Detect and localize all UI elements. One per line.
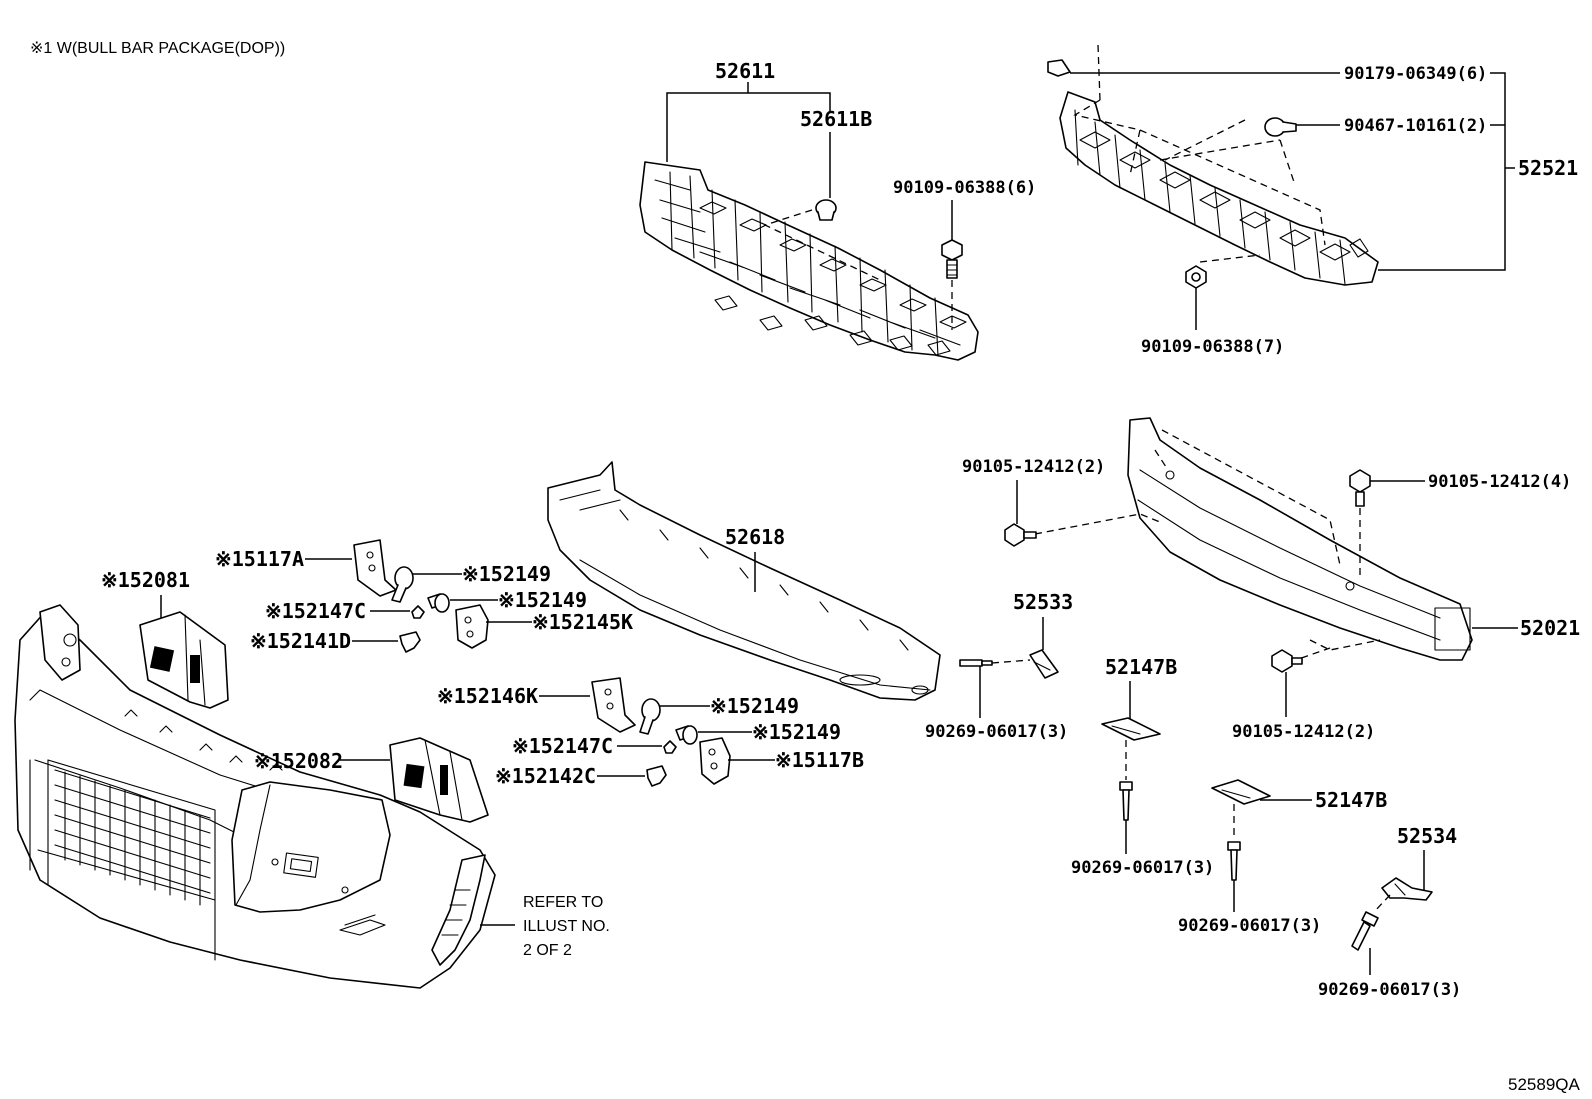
plate-52147B-b	[1211, 779, 1271, 805]
label-52149-d: ※152149	[752, 720, 841, 744]
label-52147B-b: 52147B	[1315, 788, 1387, 812]
refer-note-line-2: ILLUST NO.	[523, 918, 610, 935]
clip-90467-10161	[1264, 117, 1297, 137]
clip-52149-a	[391, 566, 414, 603]
label-52141D: ※152141D	[250, 629, 351, 653]
bracket-52145K	[455, 604, 489, 649]
screw-90269-06017-a	[959, 659, 993, 667]
plate-52147B-a	[1101, 717, 1161, 741]
bolt-90105-12412-4	[1349, 469, 1371, 507]
label-90269-06017-3c: 90269-06017(3)	[1178, 916, 1321, 936]
bracket-52142C	[646, 765, 667, 787]
label-5117B: ※15117B	[775, 748, 864, 772]
figure-code: 52589QA	[1508, 1075, 1580, 1094]
label-90269-06017-3b: 90269-06017(3)	[1071, 858, 1214, 878]
clip-90179-06349	[1047, 59, 1071, 77]
bolt-90109-06388-7	[1185, 265, 1207, 289]
clip-52149-d	[675, 725, 698, 745]
label-52149-b: ※152149	[498, 588, 587, 612]
label-90109-06388-7: 90109-06388(7)	[1141, 337, 1284, 357]
label-52147B-a: 52147B	[1105, 655, 1177, 679]
clip-52611B	[815, 199, 837, 221]
label-52145K: ※152145K	[532, 610, 633, 634]
bracket-52082	[389, 737, 489, 823]
bracket-5117B	[699, 737, 731, 785]
label-52149-c: ※152149	[710, 694, 799, 718]
nut-52147C-b	[663, 740, 677, 754]
screw-90269-06017-d	[1351, 911, 1379, 951]
part-52521-retainer	[1059, 91, 1379, 286]
label-52611: 52611	[715, 59, 775, 83]
bolt-90105-12412-2b	[1271, 649, 1303, 673]
bracket-52533	[1029, 649, 1059, 679]
part-52021-reinforcement	[1127, 417, 1473, 661]
label-90179-06349-6: 90179-06349(6)	[1344, 64, 1487, 84]
bracket-52081	[139, 611, 229, 709]
label-90109-06388-6: 90109-06388(6)	[893, 178, 1036, 198]
label-52149-a: ※152149	[462, 562, 551, 586]
label-52147C-a: ※152147C	[265, 599, 366, 623]
label-90105-12412-2b: 90105-12412(2)	[1232, 722, 1375, 742]
label-52142C: ※152142C	[495, 764, 596, 788]
label-5117A: ※15117A	[215, 547, 304, 571]
refer-note-line-1: REFER TO	[523, 894, 603, 911]
label-52081: ※152081	[101, 568, 190, 592]
label-52533: 52533	[1013, 590, 1073, 614]
clip-52149-b	[427, 593, 450, 613]
screw-90269-06017-c	[1227, 841, 1241, 881]
label-52082: ※152082	[254, 749, 343, 773]
clip-52149-c	[639, 698, 661, 735]
label-52618: 52618	[725, 525, 785, 549]
bolt-90109-06388-6	[941, 239, 963, 279]
label-90269-06017-3a: 90269-06017(3)	[925, 722, 1068, 742]
bracket-52534	[1381, 877, 1433, 901]
label-90269-06017-3d: 90269-06017(3)	[1318, 980, 1461, 1000]
label-52521: 52521	[1518, 156, 1578, 180]
label-52147C-b: ※152147C	[512, 734, 613, 758]
part-52618-absorber	[547, 461, 941, 701]
part-52611-lower-absorber	[639, 161, 979, 361]
nut-52147C-a	[411, 605, 425, 619]
label-90105-12412-4: 90105-12412(4)	[1428, 472, 1571, 492]
part-bumper-cover	[14, 604, 496, 989]
label-52146K: ※152146K	[437, 684, 538, 708]
label-90105-12412-2a: 90105-12412(2)	[962, 457, 1105, 477]
bracket-52146K	[591, 677, 636, 733]
label-90467-10161-2: 90467-10161(2)	[1344, 116, 1487, 136]
bracket-5117A	[353, 539, 397, 597]
screw-90269-06017-b	[1119, 781, 1133, 821]
bolt-90105-12412-2a	[1004, 523, 1037, 547]
label-52534: 52534	[1397, 824, 1457, 848]
refer-note-line-3: 2 OF 2	[523, 942, 572, 959]
label-52021: 52021	[1520, 616, 1580, 640]
label-52611B: 52611B	[800, 107, 872, 131]
bracket-52141D	[399, 631, 421, 653]
bumper-grille-mesh	[54, 769, 211, 906]
footnote-label: ※1 W(BULL BAR PACKAGE(DOP))	[30, 40, 285, 57]
